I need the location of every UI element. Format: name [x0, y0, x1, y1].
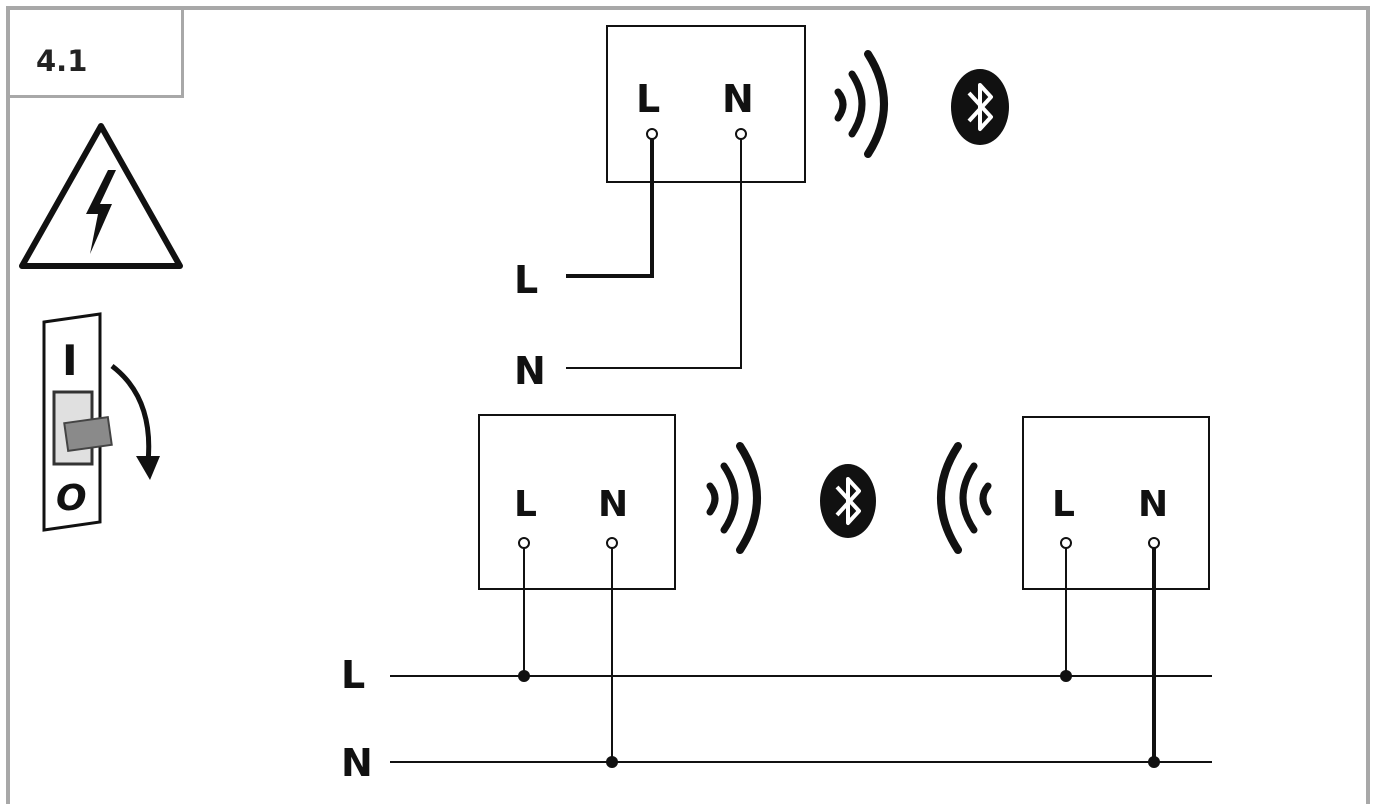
- junction-dot: [1060, 670, 1072, 682]
- bus-line-label: L: [341, 653, 365, 697]
- wireless-signal-icon: [706, 442, 761, 554]
- top-feed-neutral-label: N: [514, 349, 546, 393]
- bus-neutral-label: N: [341, 741, 373, 785]
- switch-off-label: O: [56, 478, 87, 519]
- diagram-frame: [6, 6, 1370, 804]
- right-device-terminal-n-label: N: [1138, 484, 1168, 525]
- breaker-switch-icon: I O: [42, 312, 160, 532]
- high-voltage-warning-icon: [19, 123, 183, 269]
- left-device-terminal-l-label: L: [514, 484, 537, 525]
- junction-dot: [606, 756, 618, 768]
- top-device-terminal-n-label: N: [722, 77, 754, 121]
- right-device: L N: [1022, 416, 1210, 590]
- left-device-terminal-n-label: N: [598, 484, 628, 525]
- junction-dot: [518, 670, 530, 682]
- left-device: L N: [478, 414, 676, 590]
- junction-dot: [1148, 756, 1160, 768]
- wireless-signal-icon: [937, 442, 992, 554]
- top-feed-line-label: L: [514, 258, 538, 302]
- bluetooth-icon: [820, 464, 876, 538]
- right-device-terminal-l-label: L: [1052, 484, 1075, 525]
- step-box: 4.1: [6, 6, 184, 98]
- switch-on-label: I: [62, 336, 78, 385]
- top-device-terminal-l-label: L: [636, 77, 660, 121]
- wireless-signal-icon: [834, 50, 888, 158]
- top-device: L N: [606, 25, 806, 183]
- bluetooth-icon: [951, 69, 1009, 145]
- step-number: 4.1: [36, 44, 88, 78]
